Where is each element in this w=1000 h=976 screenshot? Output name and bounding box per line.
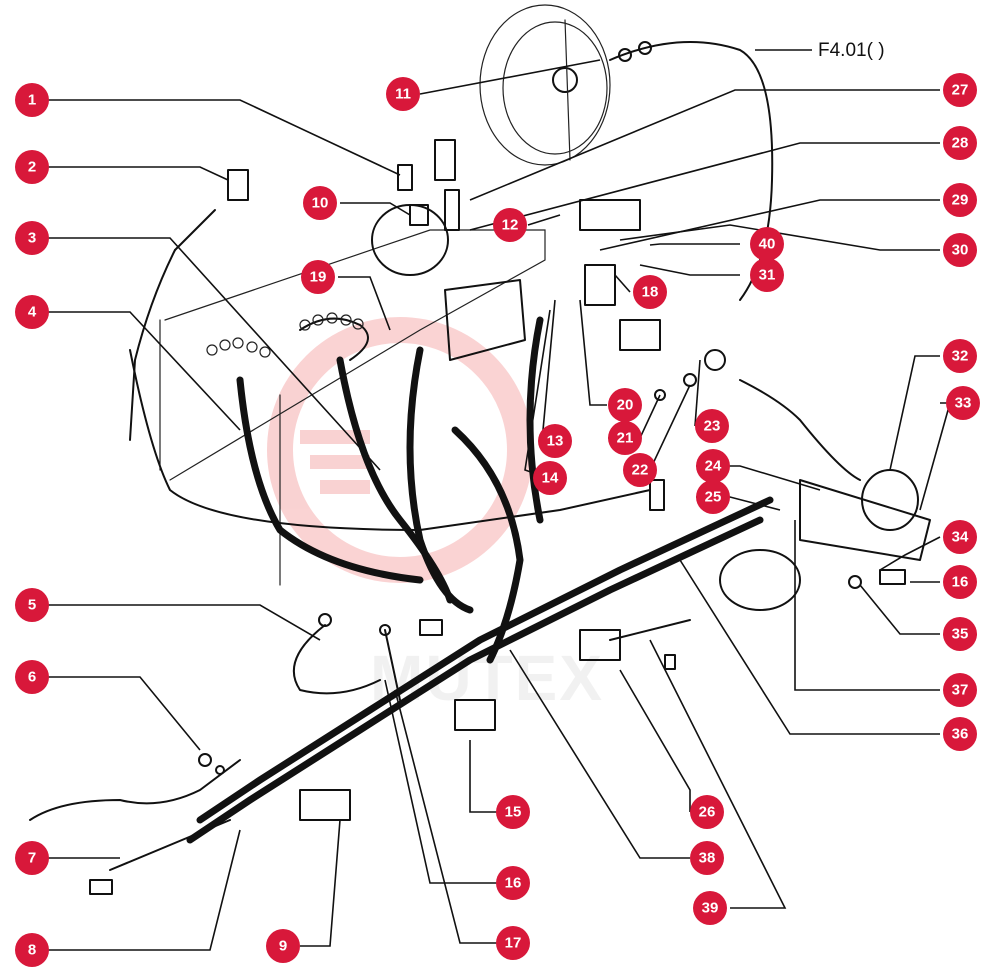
callout-5[interactable]: 5 [15, 588, 49, 622]
svg-text:32: 32 [952, 348, 969, 365]
svg-text:40: 40 [759, 236, 776, 253]
callout-16-right[interactable]: 16 [943, 565, 977, 599]
svg-text:19: 19 [310, 269, 327, 286]
callout-9[interactable]: 9 [266, 929, 300, 963]
callout-8[interactable]: 8 [15, 933, 49, 967]
callout-31[interactable]: 31 [750, 258, 784, 292]
callout-19[interactable]: 19 [301, 260, 335, 294]
callout-40[interactable]: 40 [750, 227, 784, 261]
callout-12[interactable]: 12 [493, 208, 527, 242]
svg-text:30: 30 [952, 242, 969, 259]
svg-text:23: 23 [704, 418, 721, 435]
svg-text:29: 29 [952, 192, 969, 209]
callout-16-bottom[interactable]: 16 [496, 866, 530, 900]
svg-text:34: 34 [952, 529, 969, 546]
svg-text:16: 16 [952, 574, 969, 591]
callout-1[interactable]: 1 [15, 83, 49, 117]
svg-text:28: 28 [952, 135, 969, 152]
svg-text:31: 31 [759, 267, 776, 284]
callout-30[interactable]: 30 [943, 233, 977, 267]
svg-text:11: 11 [395, 86, 411, 103]
svg-text:6: 6 [28, 669, 36, 686]
svg-text:3: 3 [28, 230, 36, 247]
callout-25[interactable]: 25 [696, 480, 730, 514]
callout-4[interactable]: 4 [15, 295, 49, 329]
svg-text:14: 14 [542, 470, 559, 487]
callout-22[interactable]: 22 [623, 453, 657, 487]
callout-11[interactable]: 11 [386, 77, 420, 111]
svg-text:36: 36 [952, 726, 969, 743]
callout-20[interactable]: 20 [608, 388, 642, 422]
callout-17[interactable]: 17 [496, 926, 530, 960]
callout-34[interactable]: 34 [943, 520, 977, 554]
svg-text:16: 16 [505, 875, 522, 892]
svg-text:26: 26 [699, 804, 716, 821]
svg-text:18: 18 [642, 284, 659, 301]
callout-10[interactable]: 10 [303, 186, 337, 220]
watermark-gear-icon [267, 317, 533, 583]
callout-18[interactable]: 18 [633, 275, 667, 309]
svg-text:21: 21 [617, 430, 634, 447]
callout-27[interactable]: 27 [943, 73, 977, 107]
callout-6[interactable]: 6 [15, 660, 49, 694]
leader-lines [48, 59, 952, 951]
svg-text:15: 15 [505, 804, 522, 821]
callout-26[interactable]: 26 [690, 795, 724, 829]
callout-36[interactable]: 36 [943, 717, 977, 751]
callout-14[interactable]: 14 [533, 461, 567, 495]
callout-23[interactable]: 23 [695, 409, 729, 443]
svg-text:39: 39 [702, 900, 719, 917]
svg-text:33: 33 [955, 395, 972, 412]
callout-28[interactable]: 28 [943, 126, 977, 160]
callout-29[interactable]: 29 [943, 183, 977, 217]
callout-2[interactable]: 2 [15, 150, 49, 184]
callout-13[interactable]: 13 [538, 424, 572, 458]
svg-text:13: 13 [547, 433, 564, 450]
callout-32[interactable]: 32 [943, 339, 977, 373]
svg-text:25: 25 [705, 489, 722, 506]
callout-38[interactable]: 38 [690, 841, 724, 875]
callout-15[interactable]: 15 [496, 795, 530, 829]
svg-text:1: 1 [28, 92, 36, 109]
svg-text:8: 8 [28, 942, 36, 959]
svg-text:38: 38 [699, 850, 716, 867]
svg-text:12: 12 [502, 217, 519, 234]
callout-21[interactable]: 21 [608, 421, 642, 455]
svg-text:22: 22 [632, 462, 649, 479]
svg-text:5: 5 [28, 597, 36, 614]
harness-drawing [29, 4, 931, 895]
svg-text:4: 4 [28, 304, 37, 321]
svg-text:2: 2 [28, 159, 36, 176]
svg-text:9: 9 [279, 938, 287, 955]
svg-text:17: 17 [505, 935, 522, 952]
svg-text:35: 35 [952, 626, 969, 643]
callout-37[interactable]: 37 [943, 673, 977, 707]
callout-badges: 1 2 3 4 5 6 7 8 9 10 11 12 13 14 15 16 1… [15, 73, 980, 967]
callout-24[interactable]: 24 [696, 449, 730, 483]
reference-label: F4.01( ) [818, 40, 885, 61]
svg-text:10: 10 [312, 195, 329, 212]
svg-text:7: 7 [28, 850, 36, 867]
svg-text:20: 20 [617, 397, 634, 414]
callout-39[interactable]: 39 [693, 891, 727, 925]
callout-3[interactable]: 3 [15, 221, 49, 255]
svg-text:37: 37 [952, 682, 969, 699]
watermark: MUTEX [267, 317, 602, 714]
callout-33[interactable]: 33 [946, 386, 980, 420]
svg-text:24: 24 [705, 458, 722, 475]
svg-text:27: 27 [952, 82, 969, 99]
callout-35[interactable]: 35 [943, 617, 977, 651]
callout-7[interactable]: 7 [15, 841, 49, 875]
